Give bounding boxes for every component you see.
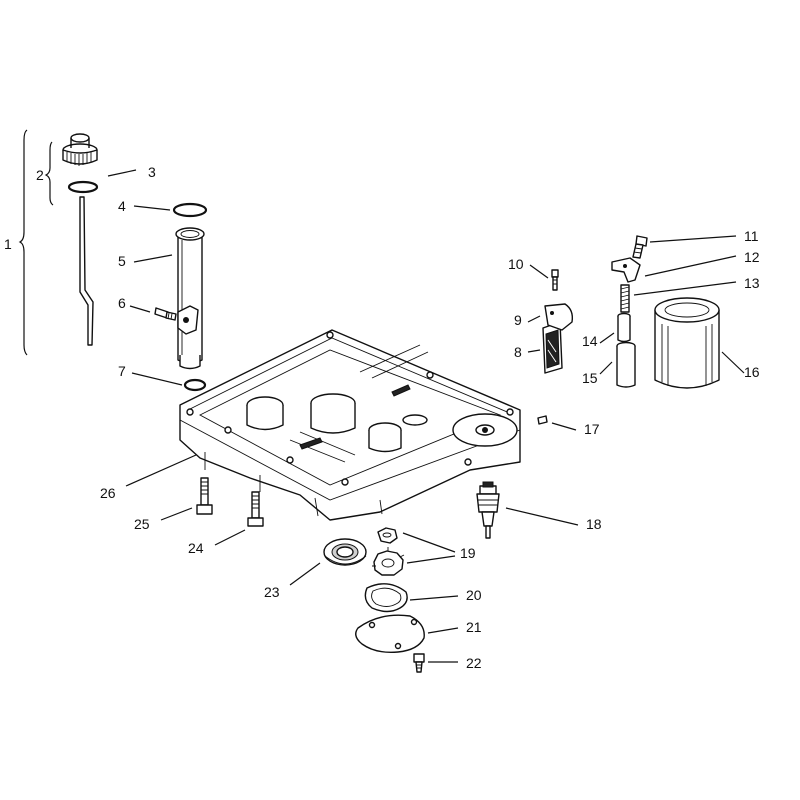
bolt-24 <box>247 491 264 527</box>
group-bracket-2 <box>44 141 54 206</box>
callout-1: 1 <box>4 236 12 252</box>
callout-12: 12 <box>744 249 760 265</box>
fill-tube-o-ring-lower <box>183 378 207 392</box>
callout-20: 20 <box>466 587 482 603</box>
callout-5: 5 <box>118 253 126 269</box>
fill-tube-o-ring-upper <box>172 202 208 218</box>
bolt-25 <box>196 477 213 515</box>
callout-11: 11 <box>744 228 759 244</box>
gear-19 <box>372 547 405 576</box>
callout-25: 25 <box>134 516 150 532</box>
dipstick <box>79 196 94 346</box>
oil-fill-tube <box>175 227 205 370</box>
callout-9: 9 <box>514 312 522 328</box>
screw-10 <box>551 269 559 291</box>
bracket-12 <box>611 257 641 283</box>
callout-21: 21 <box>466 619 482 635</box>
screw-11 <box>632 235 648 259</box>
sleeve-14 <box>617 312 631 343</box>
callout-14: 14 <box>582 333 598 349</box>
callout-23: 23 <box>264 584 280 600</box>
group-bracket-1 <box>18 129 28 356</box>
oil-filter <box>654 297 720 389</box>
callout-18: 18 <box>586 516 602 532</box>
spring-13 <box>620 284 630 313</box>
callout-26: 26 <box>100 485 116 501</box>
callout-17: 17 <box>584 421 600 437</box>
callout-4: 4 <box>118 198 126 214</box>
callout-labels: 1 2 3 4 5 6 7 8 9 10 11 12 13 14 15 16 1… <box>4 164 760 671</box>
nut-19 <box>377 527 398 544</box>
pin-17 <box>537 415 548 425</box>
oil-pressure-sensor <box>476 481 500 539</box>
fill-tube-screw <box>154 307 177 321</box>
baffle-plate <box>542 321 563 374</box>
callout-8: 8 <box>514 344 522 360</box>
callout-3: 3 <box>148 164 156 180</box>
callout-13: 13 <box>744 275 760 291</box>
callout-22: 22 <box>466 655 482 671</box>
callout-6: 6 <box>118 295 126 311</box>
callout-7: 7 <box>118 363 126 379</box>
oil-pan <box>179 329 521 521</box>
gasket-20 <box>364 583 408 613</box>
spring-clip <box>544 303 574 331</box>
leader-lines <box>107 169 745 663</box>
dipstick-o-ring <box>67 180 99 194</box>
spacer-15 <box>616 341 636 388</box>
callout-15: 15 <box>582 370 598 386</box>
screw-22 <box>413 653 425 673</box>
dipstick-cap <box>62 133 98 166</box>
callout-24: 24 <box>188 540 204 556</box>
callout-16: 16 <box>744 364 760 380</box>
cover-21 <box>355 614 425 654</box>
callout-10: 10 <box>508 256 524 272</box>
oil-seal <box>323 538 367 566</box>
callout-19: 19 <box>460 545 476 561</box>
callout-2: 2 <box>36 167 44 183</box>
